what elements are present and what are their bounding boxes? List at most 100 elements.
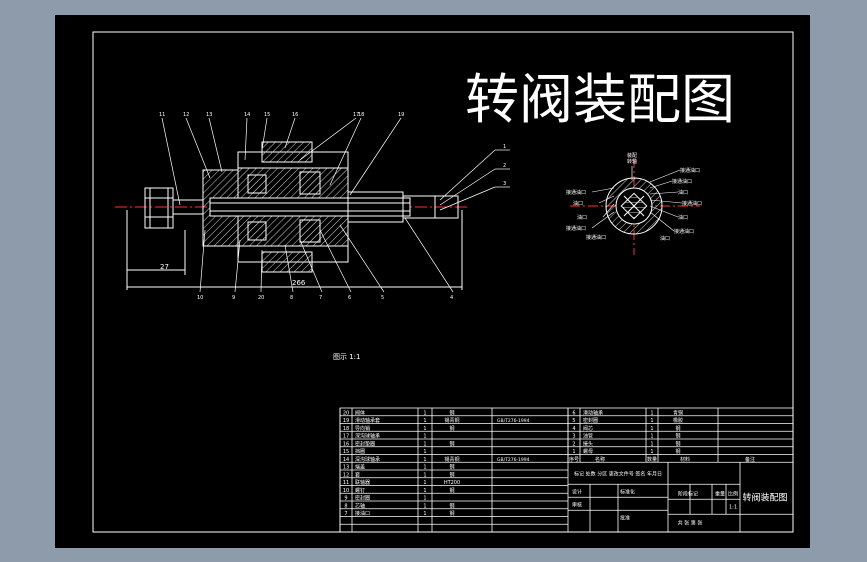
bom-no: 15 bbox=[343, 449, 349, 455]
bom-qty: 1 bbox=[423, 426, 426, 432]
leader-label-5: 5 bbox=[381, 295, 384, 301]
bom-std: GB/T276-1994 bbox=[497, 418, 530, 424]
bom-mat: 钢 bbox=[449, 409, 454, 416]
bom-no: 20 bbox=[343, 410, 349, 416]
bom-mat: HT200 bbox=[444, 480, 460, 486]
bom-qty: 1 bbox=[423, 488, 426, 494]
bom-header: 备注 bbox=[745, 456, 755, 463]
bom-name: 密封垫圈 bbox=[355, 440, 375, 447]
bom-qty: 1 bbox=[423, 449, 426, 455]
bom-no: 2 bbox=[572, 441, 575, 447]
section-label-right: 接通油口 bbox=[674, 228, 694, 235]
bom-name: 套 bbox=[355, 471, 360, 478]
bom-name: 芯轴 bbox=[355, 502, 365, 509]
bom-qty: 1 bbox=[423, 441, 426, 447]
bom-qty: 1 bbox=[423, 418, 426, 424]
bom-qty: 1 bbox=[423, 496, 426, 502]
bom-mat: 钢 bbox=[449, 471, 454, 478]
title-block-ratio: 比例 bbox=[728, 490, 738, 497]
section-label-top: 装配 bbox=[627, 152, 637, 159]
leader-label-10: 10 bbox=[197, 295, 203, 301]
bom-qty: 1 bbox=[650, 434, 653, 440]
bom-mat: 钢 bbox=[449, 425, 454, 432]
bom-name: 接油口 bbox=[355, 510, 370, 517]
bom-qty: 1 bbox=[650, 426, 653, 432]
section-label-bottom: 油口 bbox=[660, 235, 670, 242]
dim-overall: 266 bbox=[292, 279, 306, 287]
bom-mat: 青铜 bbox=[673, 409, 683, 416]
title-block-stage: 阶段标记 bbox=[678, 490, 698, 497]
leader-label-9: 9 bbox=[232, 295, 235, 301]
section-label-left: 接通油口 bbox=[566, 225, 586, 232]
bom-qty: 1 bbox=[423, 410, 426, 416]
bom-qty: 1 bbox=[423, 434, 426, 440]
bom-name: 油管 bbox=[583, 433, 593, 440]
leader-label-12: 12 bbox=[183, 112, 189, 118]
bom-qty: 1 bbox=[650, 418, 653, 424]
bom-name: 深沟球轴承 bbox=[355, 433, 380, 440]
bom-qty: 1 bbox=[423, 465, 426, 471]
bom-qty: 1 bbox=[423, 457, 426, 463]
bom-mat: 钢 bbox=[675, 448, 680, 455]
leader-label-13: 13 bbox=[206, 112, 212, 118]
bom-mat: 锡青铜 bbox=[444, 417, 459, 424]
leader-label-8: 8 bbox=[290, 295, 293, 301]
bom-name: 螺母 bbox=[583, 448, 593, 455]
bom-header: 名称 bbox=[595, 456, 605, 463]
bom-mat: 钢 bbox=[675, 440, 680, 447]
bom-mat: 橡胶 bbox=[673, 417, 683, 424]
bom-no: 10 bbox=[343, 488, 349, 494]
leader-label-3: 3 bbox=[503, 181, 506, 187]
bom-no: 8 bbox=[344, 503, 347, 509]
title-block-name: 转阀装配图 bbox=[742, 491, 787, 503]
bom-qty: 1 bbox=[650, 410, 653, 416]
bom-mat: 钢 bbox=[449, 502, 454, 509]
leader-lines bbox=[161, 117, 510, 293]
bom-table bbox=[339, 407, 794, 533]
bom-mat: 钢 bbox=[449, 440, 454, 447]
bom-qty: 1 bbox=[650, 441, 653, 447]
bom-qty: 1 bbox=[423, 480, 426, 486]
leader-label-2: 2 bbox=[503, 163, 506, 169]
assembly-section-view bbox=[126, 141, 463, 290]
bom-name: 螺钉 bbox=[355, 487, 365, 494]
bom-no: 18 bbox=[343, 426, 349, 432]
bom-no: 11 bbox=[343, 480, 349, 486]
bom-name: 阀体 bbox=[355, 409, 365, 416]
bom-no: 1 bbox=[572, 449, 575, 455]
bom-no: 3 bbox=[572, 434, 575, 440]
bom-no: 6 bbox=[572, 410, 575, 416]
bom-name: 滑动轴承套 bbox=[355, 417, 380, 424]
bom-mat: 钢 bbox=[449, 510, 454, 517]
section-label-right: 油口 bbox=[678, 189, 688, 196]
section-label-left: 油口 bbox=[573, 200, 583, 207]
leader-label-14: 14 bbox=[244, 112, 250, 118]
bom-std: GB/T276-1994 bbox=[497, 457, 530, 463]
leader-label-15: 15 bbox=[264, 112, 270, 118]
section-label-right: 接通油口 bbox=[682, 200, 702, 207]
leader-label-4: 4 bbox=[450, 295, 453, 301]
section-view bbox=[605, 177, 663, 235]
bom-no: 7 bbox=[344, 511, 347, 517]
bom-header: 序号 bbox=[569, 456, 579, 463]
leader-label-20: 20 bbox=[258, 295, 264, 301]
bom-qty: 1 bbox=[650, 449, 653, 455]
leader-label-1: 1 bbox=[503, 144, 506, 150]
bom-header: 材料 bbox=[680, 456, 690, 463]
bom-name: 接头 bbox=[583, 440, 593, 447]
bom-no: 9 bbox=[344, 496, 347, 502]
leader-label-19: 19 bbox=[398, 112, 404, 118]
bom-no: 5 bbox=[572, 418, 575, 424]
section-labels: 装配转轴接通油口接通油口油口接通油口油口接通油口接通油口油口油口接通油口接通油口… bbox=[566, 152, 702, 242]
title-block-approve: 批准 bbox=[620, 514, 630, 521]
scale-note: 图示 1:1 bbox=[333, 353, 361, 361]
bom-mat: 钢 bbox=[449, 464, 454, 471]
bom-mat: 锡青铜 bbox=[444, 456, 459, 463]
section-label-right: 油口 bbox=[678, 214, 688, 221]
title-block-sheet: 共 张 第 张 bbox=[678, 519, 703, 526]
bom-name: 端盖 bbox=[355, 464, 365, 471]
bom-name: 深沟球轴承 bbox=[355, 456, 380, 463]
